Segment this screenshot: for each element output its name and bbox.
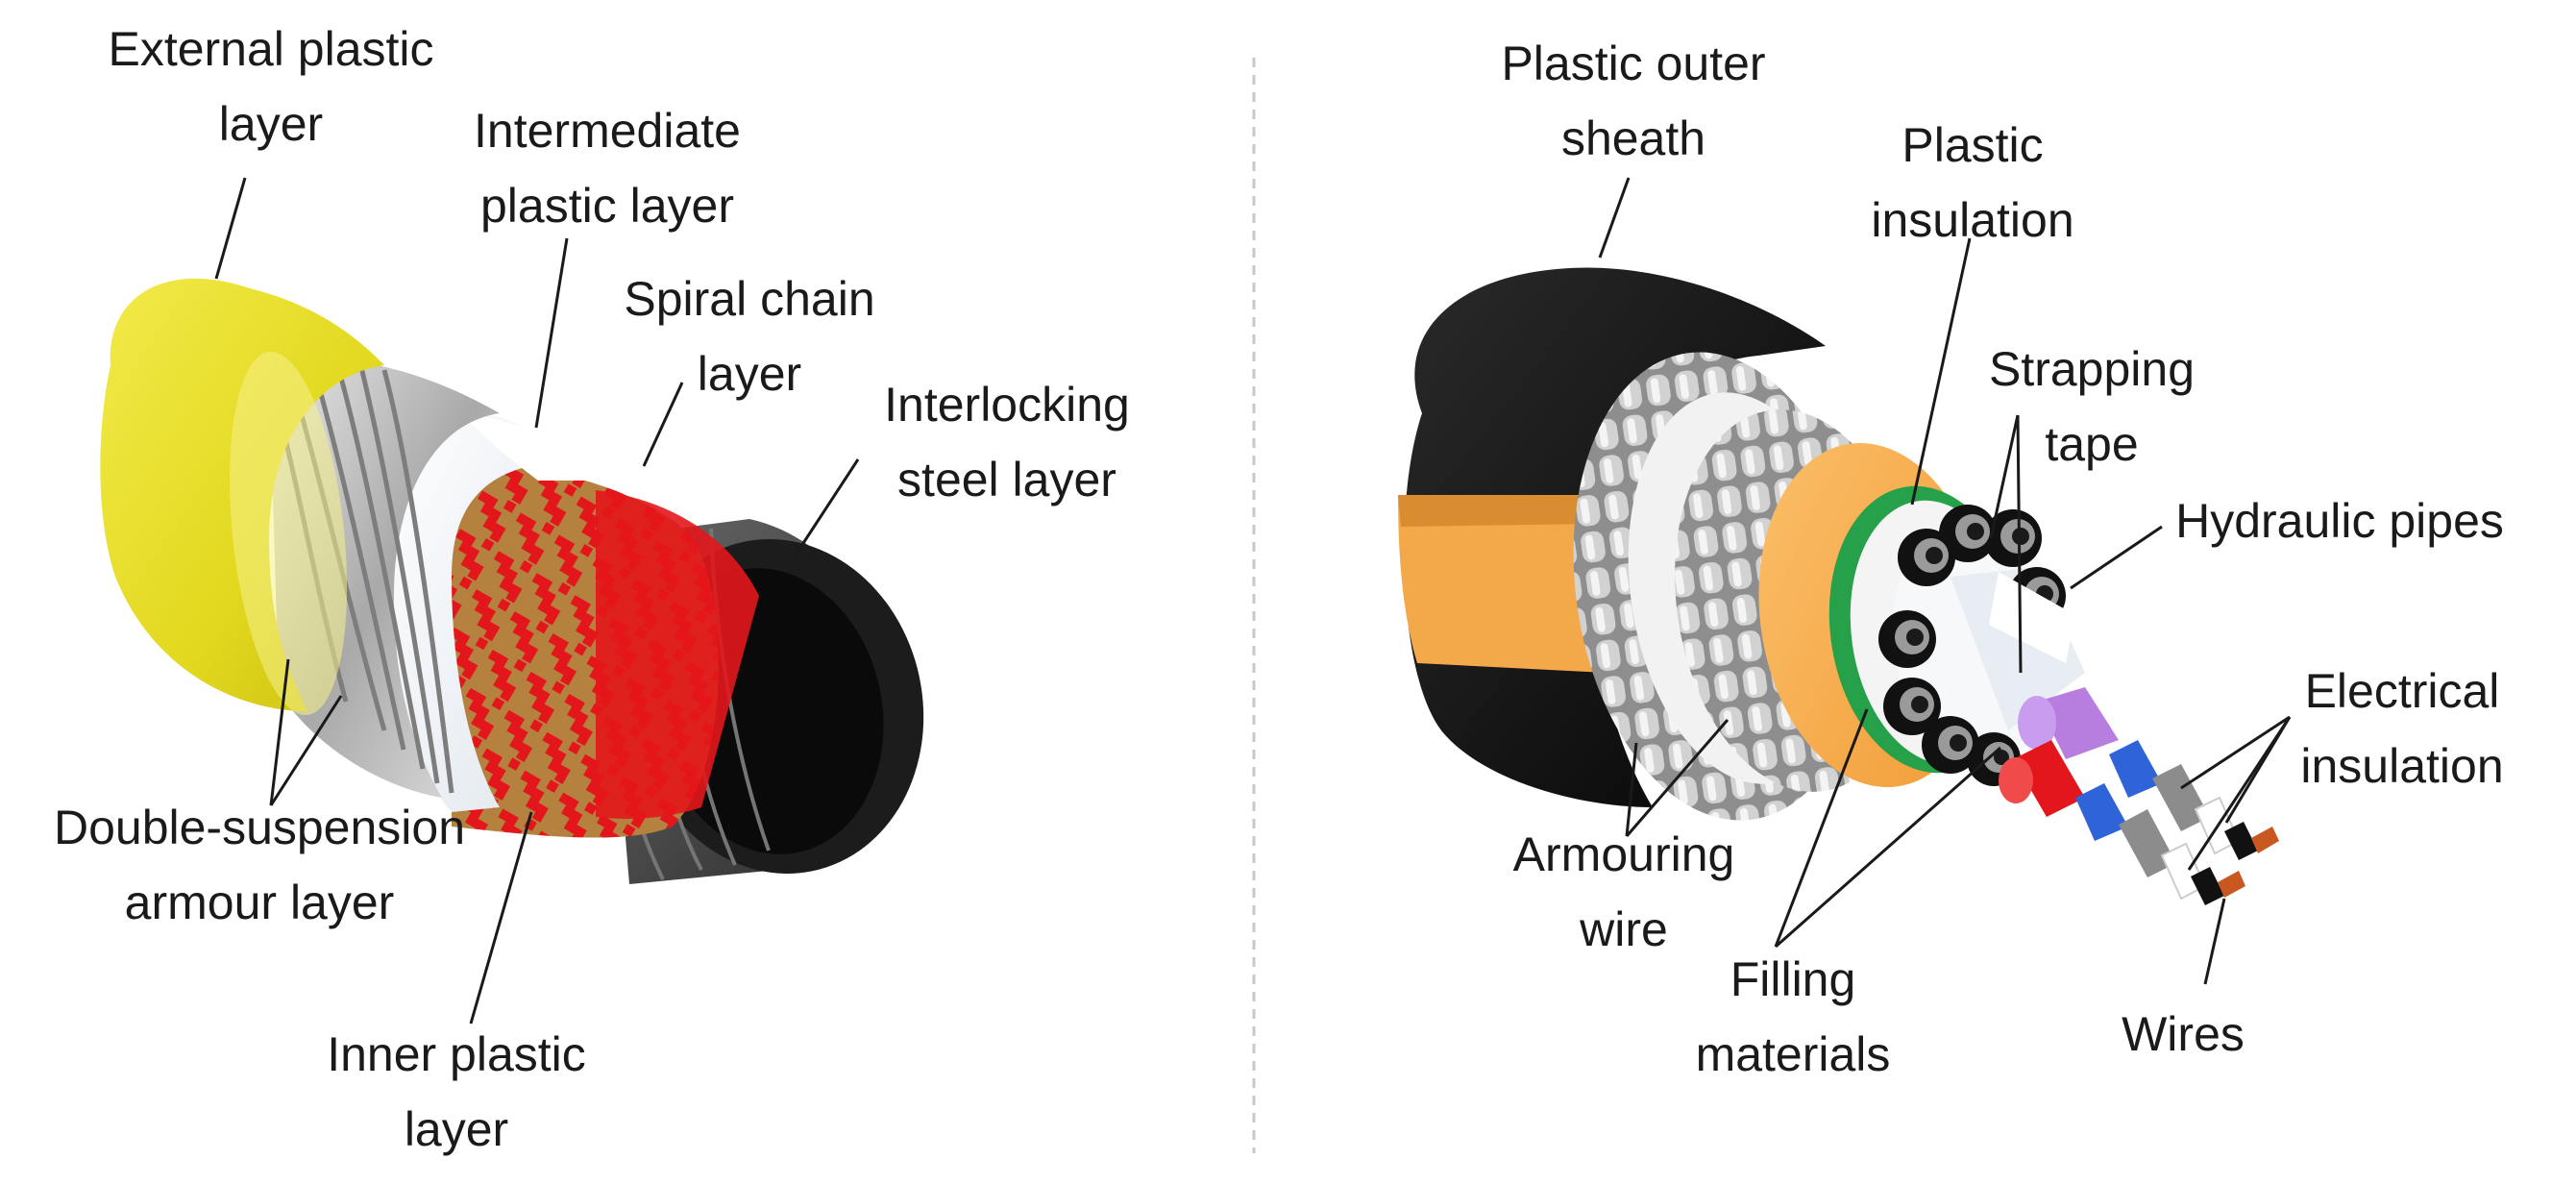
label-spiral-chain-layer: Spiral chain layer — [624, 272, 875, 401]
label-external-plastic-layer: External plastic layer — [108, 22, 434, 151]
leader-electrical-insulation-c — [2187, 716, 2292, 871]
hydraulic-pipes — [1878, 505, 2075, 786]
leader-intermediate-plastic — [534, 237, 569, 429]
outer-sheath-segment — [1398, 267, 1826, 807]
leader-strapping-tape-b — [2016, 414, 2023, 674]
label-plastic-insulation: Plastic insulation — [1871, 118, 2074, 247]
leader-electrical-insulation-a — [2180, 715, 2291, 790]
label-electrical-insulation: Electrical insulation — [2300, 664, 2504, 793]
label-interlocking-steel-layer: Interlocking steel layer — [884, 378, 1130, 506]
wire-conductors — [2191, 822, 2279, 905]
blue-insulation — [2075, 740, 2162, 841]
leader-double-suspension-a — [269, 658, 290, 806]
leader-plastic-insulation — [1910, 237, 1972, 506]
electrical-cores — [1999, 687, 2119, 817]
right-cable-illustration — [1398, 267, 2279, 905]
leader-wires — [2203, 898, 2226, 985]
leader-filling-materials-a — [1774, 708, 1869, 948]
label-intermediate-plastic-layer: Intermediate plastic layer — [474, 104, 741, 233]
label-strapping-tape: Strapping tape — [1988, 342, 2196, 471]
leader-interlocking-steel — [791, 458, 860, 560]
leader-lines — [214, 177, 2292, 1025]
braided-screen — [2119, 764, 2210, 877]
leader-strapping-tape-a — [1989, 414, 2020, 539]
leader-external-plastic — [214, 177, 247, 280]
label-plastic-outer-sheath: Plastic outer sheath — [1501, 37, 1766, 165]
leader-armouring-wire-a — [1625, 742, 1638, 837]
label-filling-materials: Filling materials — [1695, 952, 1891, 1081]
leader-spiral-chain — [642, 382, 684, 467]
leader-armouring-wire-b — [1625, 719, 1730, 837]
label-hydraulic-pipes: Hydraulic pipes — [2175, 494, 2504, 548]
spiral-chain-segment — [452, 466, 759, 838]
leader-filling-materials-b — [1775, 746, 2001, 949]
left-cable-illustration — [100, 278, 924, 884]
label-double-suspension-armour-layer: Double-suspension armour layer — [53, 801, 466, 929]
label-wires: Wires — [2122, 1007, 2245, 1061]
leader-inner-plastic — [469, 811, 533, 1025]
label-armouring-wire: Armouring wire — [1512, 827, 1735, 956]
leader-double-suspension-b — [269, 695, 343, 806]
leader-outer-sheath — [1598, 177, 1631, 259]
external-plastic-segment — [100, 278, 385, 716]
label-inner-plastic-layer: Inner plastic layer — [327, 1027, 586, 1156]
leader-hydraulic-pipes — [2070, 525, 2163, 590]
intermediate-plastic-segment — [384, 402, 596, 812]
